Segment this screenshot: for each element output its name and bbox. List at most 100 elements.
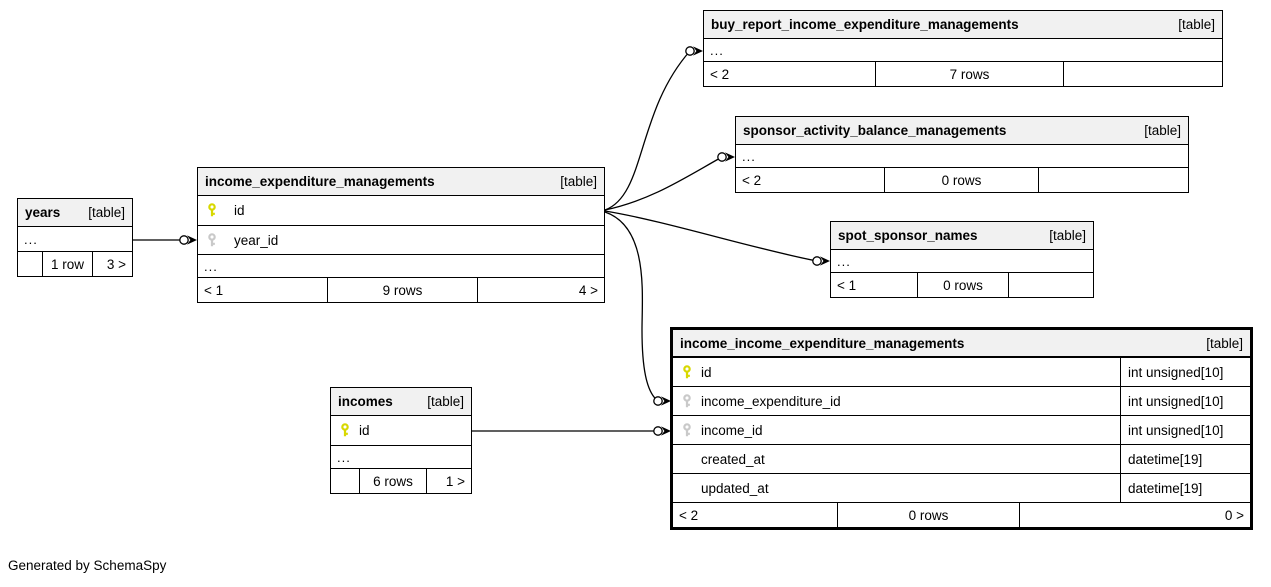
relationship-line [604, 156, 723, 211]
table-name[interactable]: incomes [338, 394, 393, 409]
table-tag: [table] [1206, 335, 1243, 351]
table-header[interactable]: years [table] [18, 199, 132, 227]
ellipsis-text: ... [710, 42, 724, 58]
column-name: updated_at [701, 480, 769, 496]
column-row-income_expenditure_id: income_expenditure_id int unsigned[10] [673, 387, 1250, 416]
primary-key-icon [683, 364, 691, 378]
connector-arrow-icon [661, 426, 671, 436]
connector-arrow-icon [693, 46, 703, 56]
footer-rowcount: 0 rows [885, 168, 1039, 192]
column-name: id [359, 423, 370, 438]
ellipsis-text: ... [24, 231, 38, 247]
table-name[interactable]: sponsor_activity_balance_managements [743, 123, 1007, 138]
footer-rowcount: 7 rows [876, 62, 1064, 86]
table-header[interactable]: buy_report_income_expenditure_management… [704, 11, 1222, 39]
footer-parents: < 2 [704, 62, 876, 86]
ellipsis-row: ... [831, 250, 1093, 273]
generator-note: Generated by SchemaSpy [8, 558, 167, 573]
table-sponsor_activity_balance_managements[interactable]: sponsor_activity_balance_managements [ta… [735, 116, 1189, 193]
footer-parents: < 1 [198, 278, 328, 302]
connector-circle [717, 152, 727, 162]
table-header[interactable]: income_income_expenditure_managements [t… [673, 330, 1250, 358]
column-type: datetime[19] [1120, 474, 1250, 502]
connector-circle [812, 256, 822, 266]
column-row-id: id [331, 416, 471, 446]
table-tag: [table] [560, 174, 597, 189]
relationship-line [604, 211, 659, 402]
connector-arrow-icon [725, 152, 735, 162]
footer-rowcount: 9 rows [328, 278, 478, 302]
table-header[interactable]: incomes [table] [331, 388, 471, 416]
column-type: int unsigned[10] [1120, 416, 1250, 444]
ellipsis-text: ... [837, 253, 851, 269]
ellipsis-text: ... [742, 148, 756, 164]
column-row-id: id [198, 196, 604, 226]
connector-arrow-icon [820, 256, 830, 266]
column-row-year_id: year_id [198, 226, 604, 255]
column-name: id [701, 364, 712, 380]
footer-rowcount: 0 rows [838, 503, 1020, 527]
table-tag: [table] [427, 394, 464, 409]
column-name: income_id [701, 422, 763, 438]
table-footer: 1 row 3 > [18, 252, 132, 276]
table-name[interactable]: income_income_expenditure_managements [680, 335, 965, 351]
table-name[interactable]: years [25, 205, 61, 220]
table-incomes[interactable]: incomes [table] id ... 6 rows 1 > [330, 387, 472, 494]
footer-children [1039, 168, 1188, 192]
table-footer: < 1 9 rows 4 > [198, 278, 604, 302]
table-footer: < 2 0 rows 0 > [673, 503, 1250, 527]
column-type: int unsigned[10] [1120, 358, 1250, 386]
footer-children [1009, 273, 1093, 297]
ellipsis-row: ... [18, 227, 132, 252]
foreign-key-icon [683, 393, 691, 407]
footer-parents: < 2 [736, 168, 885, 192]
footer-children: 0 > [1224, 507, 1244, 523]
table-name[interactable]: spot_sponsor_names [838, 228, 978, 243]
table-name[interactable]: income_expenditure_managements [205, 174, 435, 189]
table-income_expenditure_managements[interactable]: income_expenditure_managements [table] i… [197, 167, 605, 303]
table-buy_report_income_expenditure_managements[interactable]: buy_report_income_expenditure_management… [703, 10, 1223, 87]
table-tag: [table] [1144, 123, 1181, 138]
ellipsis-row: ... [331, 446, 471, 469]
ellipsis-row: ... [198, 255, 604, 278]
footer-children [1064, 62, 1222, 86]
footer-children: 1 > [445, 473, 465, 489]
ellipsis-text: ... [337, 449, 351, 465]
footer-children: 3 > [106, 256, 126, 272]
relationship-line [604, 50, 691, 211]
footer-parents: < 1 [831, 273, 918, 297]
connector-circle [685, 46, 695, 56]
ellipsis-row: ... [736, 145, 1188, 168]
column-row-income_id: income_id int unsigned[10] [673, 416, 1250, 445]
ellipsis-row: ... [704, 39, 1222, 62]
footer-children: 4 > [578, 282, 598, 298]
foreign-key-icon [683, 422, 691, 436]
table-footer: 6 rows 1 > [331, 469, 471, 493]
table-years[interactable]: years [table] ... 1 row 3 > [17, 198, 133, 277]
column-type: int unsigned[10] [1120, 387, 1250, 415]
foreign-key-icon [208, 232, 216, 246]
table-income_income_expenditure_managements[interactable]: income_income_expenditure_managements [t… [670, 327, 1253, 530]
column-name: created_at [701, 451, 765, 467]
table-name[interactable]: buy_report_income_expenditure_management… [711, 17, 1019, 32]
column-name: id [234, 203, 245, 218]
connector-circle [653, 426, 663, 436]
table-tag: [table] [1049, 228, 1086, 243]
table-header[interactable]: spot_sponsor_names [table] [831, 222, 1093, 250]
column-type: datetime[19] [1120, 445, 1250, 473]
table-spot_sponsor_names[interactable]: spot_sponsor_names [table] ... < 1 0 row… [830, 221, 1094, 298]
connector-arrow-icon [661, 396, 671, 406]
column-row-id: id int unsigned[10] [673, 358, 1250, 387]
primary-key-icon [208, 203, 216, 217]
ellipsis-text: ... [204, 258, 218, 274]
footer-rowcount: 0 rows [918, 273, 1009, 297]
column-name: income_expenditure_id [701, 393, 841, 409]
connector-circle [179, 235, 189, 245]
connector-circle [653, 396, 663, 406]
primary-key-icon [341, 423, 349, 437]
table-header[interactable]: income_expenditure_managements [table] [198, 168, 604, 196]
table-footer: < 2 0 rows [736, 168, 1188, 192]
column-name: year_id [234, 232, 279, 248]
table-header[interactable]: sponsor_activity_balance_managements [ta… [736, 117, 1188, 145]
